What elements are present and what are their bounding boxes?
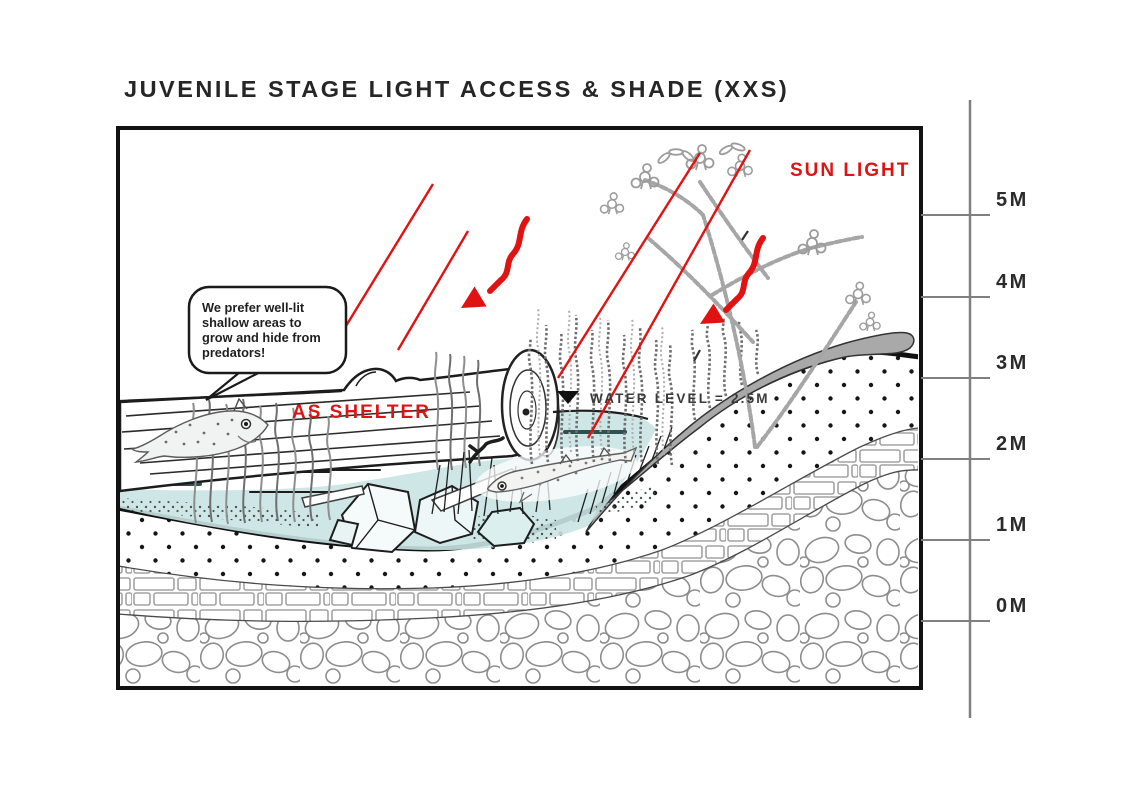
depth-label: 2M [996,433,1029,455]
riparian-plant [599,142,881,449]
emergent-reeds [527,307,760,466]
depth-label: 3M [996,352,1029,374]
page-title: JUVENILE STAGE LIGHT ACCESS & SHADE (XXS… [124,76,789,102]
cobble-sediment-layer [120,469,918,686]
depth-label: 1M [996,514,1029,536]
sunlight-arrow-icon [461,216,530,308]
as-shelter-label: AS SHELTER [292,402,431,423]
brick-sediment-layer [120,427,918,622]
dark-twig [468,436,505,464]
depth-label: 5M [996,189,1029,211]
depth-label: 0M [996,595,1029,617]
water-level-marker-icon [557,391,579,404]
speech-bubble: We prefer well-lit shallow areas to grow… [187,285,348,401]
diagram-frame [116,126,923,690]
depth-label: 4M [996,271,1029,293]
sunlight-arrow-icon [700,235,766,324]
bank-soil-layer [585,331,915,533]
speech-bubble-text-line: predators! [202,345,265,360]
sun-light-label: SUN LIGHT [790,160,910,181]
speech-bubble-text-line: shallow areas to [202,315,302,330]
depth-scale: 5M 4M 3M 2M 1M 0M [921,100,1029,718]
speech-bubble-text-line: We prefer well-lit [202,300,305,315]
speech-bubble-text-line: grow and hide from [202,330,321,345]
juvenile-fish-center [474,446,638,504]
juvenile-fish-left [130,397,269,463]
water-level-label: WATER LEVEL = 2.5M [590,391,770,406]
